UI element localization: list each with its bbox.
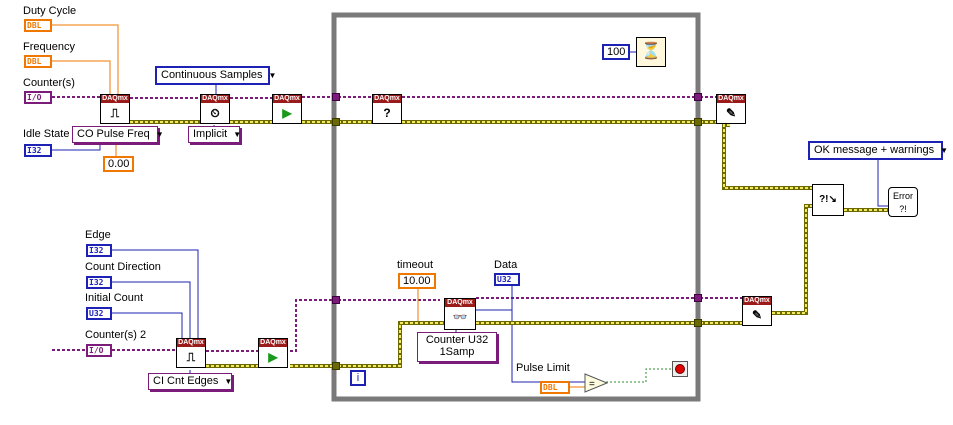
error-mode-text: OK message + warnings (814, 144, 935, 156)
wait-ms-constant[interactable]: 100 (602, 44, 631, 60)
data-label: Data (494, 259, 518, 271)
start-task-vi-2[interactable]: DAQmx ▶ (258, 338, 288, 368)
timeout-label: timeout (397, 259, 434, 271)
pulse-limit-label: Pulse Limit (516, 362, 570, 374)
dropdown-arrow-icon: ▼ (940, 146, 949, 155)
timing-vi[interactable]: DAQmx ⏲ (200, 94, 230, 124)
ci-cnt-edges-text: CI Cnt Edges (153, 375, 219, 387)
read-type-line2: 1Samp (439, 346, 475, 358)
clear-task-vi-bottom[interactable]: DAQmx ✎ (742, 296, 772, 326)
dropdown-arrow-icon: ▼ (224, 377, 233, 386)
dropdown-arrow-icon: ▼ (155, 130, 164, 139)
vi-header: DAQmx (445, 299, 475, 307)
tunnel-right-error-top (694, 118, 702, 126)
dropdown-arrow-icon: ▼ (233, 130, 242, 139)
zero-constant[interactable]: 0.00 (103, 156, 135, 172)
tunnel-right-io-bottom (694, 294, 702, 302)
eraser-icon: ✎ (725, 106, 737, 120)
stop-condition[interactable] (672, 361, 688, 377)
initial-count-control[interactable]: U32 (86, 307, 112, 320)
sample-mode-ring[interactable]: Continuous Samples ▼ (155, 66, 276, 85)
frequency-control[interactable]: DBL (24, 55, 52, 68)
create-channel-vi-2[interactable]: DAQmx ⎍ (176, 338, 206, 368)
edge-count-icon: ⎍ (186, 350, 196, 364)
edge-label: Edge (85, 229, 111, 241)
tunnel-right-io-top (694, 93, 702, 101)
ci-cnt-edges-ring[interactable]: CI Cnt Edges ▼ (148, 373, 232, 390)
while-loop-frame[interactable] (331, 12, 701, 402)
idle-state-label: Idle State (23, 128, 70, 140)
create-channel-vi[interactable]: DAQmx ⎍ (100, 94, 130, 124)
counters2-label: Counter(s) 2 (85, 329, 147, 341)
implicit-text: Implicit (193, 128, 228, 140)
co-pulse-freq-ring[interactable]: CO Pulse Freq ▼ (72, 126, 164, 143)
vi-header: DAQmx (743, 297, 771, 305)
tunnel-left-io-top (332, 93, 340, 101)
edge-control[interactable]: I32 (86, 244, 112, 257)
dropdown-arrow-icon: ▼ (268, 71, 277, 80)
iteration-terminal[interactable]: i (350, 370, 366, 386)
count-direction-control[interactable]: I32 (86, 276, 112, 289)
eraser-icon: ✎ (751, 308, 763, 322)
vi-header: DAQmx (101, 95, 129, 103)
duty-cycle-label: Duty Cycle (23, 5, 77, 17)
duty-cycle-control[interactable]: DBL (24, 19, 52, 32)
tunnel-left-error-top (332, 118, 340, 126)
play-icon: ▶ (268, 350, 278, 364)
clock-icon: ⏲ (210, 106, 220, 120)
vi-header: DAQmx (373, 95, 401, 103)
initial-count-label: Initial Count (85, 292, 144, 304)
data-indicator[interactable]: U32 (494, 273, 520, 286)
sample-mode-text: Continuous Samples (161, 69, 263, 81)
tunnel-left-error-bottom (332, 362, 340, 370)
error-mode-ring[interactable]: OK message + warnings ▼ (808, 141, 948, 160)
pulse-train-icon: ⎍ (110, 106, 120, 120)
clear-task-vi-top[interactable]: DAQmx ✎ (716, 94, 746, 124)
co-pulse-freq-text: CO Pulse Freq (77, 128, 150, 140)
read-vi[interactable]: DAQmx 👓 (444, 298, 476, 330)
vi-header: DAQmx (259, 339, 287, 347)
count-direction-label: Count Direction (85, 261, 161, 273)
counters2-control[interactable]: I/O (86, 344, 112, 357)
timeout-constant[interactable]: 10.00 (398, 273, 436, 289)
glasses-icon: 👓 (452, 310, 468, 324)
read-type-line1: Counter U32 (425, 334, 489, 346)
pulse-limit-control[interactable]: DBL (540, 381, 570, 394)
tunnel-right-error-bottom (694, 319, 702, 327)
vi-header: DAQmx (177, 339, 205, 347)
play-icon: ▶ (282, 106, 292, 120)
start-task-vi[interactable]: DAQmx ▶ (272, 94, 302, 124)
error-wires (130, 120, 890, 368)
is-task-done-vi[interactable]: DAQmx? (372, 94, 402, 124)
svg-text:=: = (589, 379, 595, 390)
boolean-wire (606, 368, 672, 383)
simple-error-handler-vi[interactable]: Error ?! (888, 187, 918, 217)
counters-control[interactable]: I/O (24, 91, 52, 104)
implicit-ring[interactable]: Implicit ▼ (188, 126, 242, 143)
question-icon: ? (383, 106, 391, 120)
counters-label: Counter(s) (23, 77, 75, 89)
vi-header: DAQmx (273, 95, 301, 103)
metronome-icon[interactable]: ⏳ (636, 37, 666, 67)
io-wires (52, 96, 742, 352)
tunnel-left-io-bottom (332, 296, 340, 304)
merge-errors-vi[interactable]: ?!↘ (812, 184, 844, 216)
vi-header: DAQmx (717, 95, 745, 103)
error-handler-label: Error ?! (893, 191, 913, 214)
vi-header: DAQmx (201, 95, 229, 103)
stop-icon (675, 364, 685, 374)
frequency-label: Frequency (23, 41, 75, 53)
merge-errors-icon: ?!↘ (819, 194, 837, 205)
greater-equal-comparator[interactable]: = (584, 373, 608, 393)
idle-state-control[interactable]: I32 (24, 144, 52, 157)
